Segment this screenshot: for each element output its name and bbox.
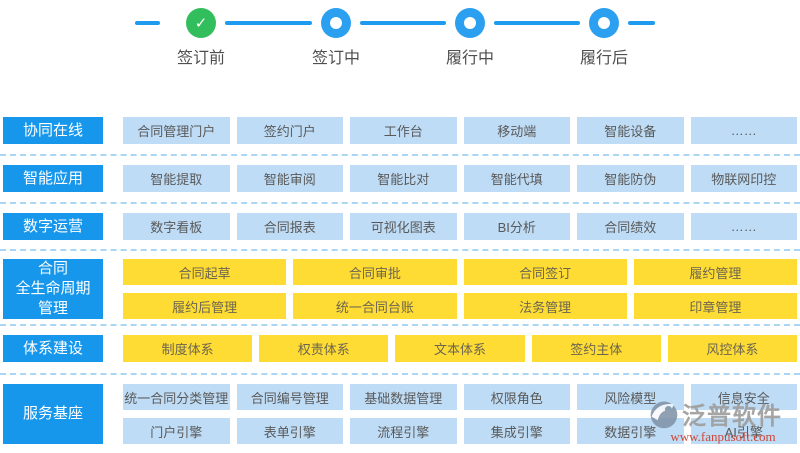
feature-cell: 智能设备 bbox=[577, 117, 684, 144]
feature-cell: …… bbox=[690, 117, 797, 144]
feature-cell: 风险模型 bbox=[577, 384, 684, 410]
feature-cell: 智能比对 bbox=[350, 165, 457, 192]
feature-cell: 信息安全 bbox=[690, 384, 797, 410]
feature-cell: 印章管理 bbox=[633, 293, 797, 319]
feature-cell: 合同审批 bbox=[293, 259, 457, 285]
row-separator bbox=[0, 324, 800, 326]
feature-cell: 智能代填 bbox=[463, 165, 570, 192]
section-category-label: 服务基座 bbox=[3, 384, 103, 444]
item-row: 履约后管理统一合同台账法务管理印章管理 bbox=[123, 293, 797, 319]
timeline-connector bbox=[360, 21, 446, 25]
item-row: 合同管理门户签约门户工作台移动端智能设备…… bbox=[123, 117, 797, 144]
feature-cell: 签约门户 bbox=[236, 117, 343, 144]
feature-cell: 文本体系 bbox=[395, 335, 525, 362]
section-category-label: 数字运营 bbox=[3, 213, 103, 240]
row-separator bbox=[0, 249, 800, 251]
feature-cell: 物联网印控 bbox=[690, 165, 797, 192]
feature-cell: 基础数据管理 bbox=[350, 384, 457, 410]
feature-cell: 流程引擎 bbox=[350, 418, 457, 444]
feature-cell: 合同签订 bbox=[463, 259, 627, 285]
feature-cell: 合同报表 bbox=[236, 213, 343, 240]
feature-cell: 工作台 bbox=[350, 117, 457, 144]
feature-cell: 履约后管理 bbox=[123, 293, 287, 319]
timeline-step-label: 履行中 bbox=[445, 50, 495, 67]
section-1: 智能应用智能提取智能审阅智能比对智能代填智能防伪物联网印控 bbox=[0, 165, 800, 192]
item-row: 智能提取智能审阅智能比对智能代填智能防伪物联网印控 bbox=[123, 165, 797, 192]
item-row: 合同起草合同审批合同签订履约管理 bbox=[123, 259, 797, 285]
feature-cell: 制度体系 bbox=[123, 335, 253, 362]
feature-cell: 法务管理 bbox=[463, 293, 627, 319]
section-category-label: 体系建设 bbox=[3, 335, 103, 362]
node-hole bbox=[598, 17, 610, 29]
feature-cell: 权限角色 bbox=[463, 384, 570, 410]
feature-cell: 移动端 bbox=[463, 117, 570, 144]
section-rows: 合同管理门户签约门户工作台移动端智能设备…… bbox=[123, 117, 797, 144]
feature-cell: 表单引擎 bbox=[236, 418, 343, 444]
feature-cell: 统一合同台账 bbox=[293, 293, 457, 319]
feature-cell: 门户引擎 bbox=[123, 418, 230, 444]
node-hole bbox=[330, 17, 342, 29]
feature-cell: 智能防伪 bbox=[577, 165, 684, 192]
step-node-icon bbox=[589, 8, 619, 38]
section-3: 合同全生命周期管理合同起草合同审批合同签订履约管理履约后管理统一合同台账法务管理… bbox=[0, 259, 800, 319]
row-separator bbox=[0, 202, 800, 204]
timeline-step-label: 签订中 bbox=[311, 50, 361, 67]
check-icon: ✓ bbox=[194, 14, 208, 32]
feature-cell: 签约主体 bbox=[531, 335, 661, 362]
step-node-icon bbox=[321, 8, 351, 38]
section-category-label: 智能应用 bbox=[3, 165, 103, 192]
step-node-icon bbox=[455, 8, 485, 38]
item-row: 统一合同分类管理合同编号管理基础数据管理权限角色风险模型信息安全 bbox=[123, 384, 797, 410]
item-row: 制度体系权责体系文本体系签约主体风控体系 bbox=[123, 335, 797, 362]
section-rows: 智能提取智能审阅智能比对智能代填智能防伪物联网印控 bbox=[123, 165, 797, 192]
timeline-connector bbox=[135, 21, 160, 25]
timeline-step-label: 签订前 bbox=[176, 50, 226, 67]
section-rows: 统一合同分类管理合同编号管理基础数据管理权限角色风险模型信息安全门户引擎表单引擎… bbox=[123, 384, 797, 444]
timeline-connector bbox=[628, 21, 655, 25]
feature-cell: 数字看板 bbox=[123, 213, 230, 240]
timeline-connector bbox=[494, 21, 580, 25]
section-rows: 制度体系权责体系文本体系签约主体风控体系 bbox=[123, 335, 797, 362]
feature-cell: 风控体系 bbox=[667, 335, 797, 362]
feature-cell: 数据引擎 bbox=[577, 418, 684, 444]
feature-cell: 合同编号管理 bbox=[236, 384, 343, 410]
feature-cell: BI分析 bbox=[463, 213, 570, 240]
timeline-connector bbox=[225, 21, 312, 25]
row-separator bbox=[0, 154, 800, 156]
row-separator bbox=[0, 373, 800, 375]
feature-cell: …… bbox=[690, 213, 797, 240]
node-hole bbox=[464, 17, 476, 29]
section-category-label: 协同在线 bbox=[3, 117, 103, 144]
feature-cell: 合同管理门户 bbox=[123, 117, 230, 144]
feature-cell: 可视化图表 bbox=[350, 213, 457, 240]
feature-cell: 合同绩效 bbox=[577, 213, 684, 240]
feature-cell: 集成引擎 bbox=[463, 418, 570, 444]
feature-cell: 履约管理 bbox=[633, 259, 797, 285]
timeline-step-label: 履行后 bbox=[579, 50, 629, 67]
feature-cell: 合同起草 bbox=[123, 259, 287, 285]
section-5: 服务基座统一合同分类管理合同编号管理基础数据管理权限角色风险模型信息安全门户引擎… bbox=[0, 384, 800, 444]
feature-board: 协同在线合同管理门户签约门户工作台移动端智能设备……智能应用智能提取智能审阅智能… bbox=[0, 117, 800, 444]
section-rows: 合同起草合同审批合同签订履约管理履约后管理统一合同台账法务管理印章管理 bbox=[123, 259, 797, 319]
lifecycle-timeline: ✓ 签订前 签订中 履行中 履行后 bbox=[0, 0, 800, 80]
step-done-icon: ✓ bbox=[186, 8, 216, 38]
feature-cell: 智能提取 bbox=[123, 165, 230, 192]
section-4: 体系建设制度体系权责体系文本体系签约主体风控体系 bbox=[0, 335, 800, 362]
feature-cell: 权责体系 bbox=[259, 335, 389, 362]
feature-cell: 智能审阅 bbox=[236, 165, 343, 192]
feature-cell: 统一合同分类管理 bbox=[123, 384, 230, 410]
feature-cell: AI引擎 bbox=[690, 418, 797, 444]
section-category-label: 合同全生命周期管理 bbox=[3, 259, 103, 319]
section-0: 协同在线合同管理门户签约门户工作台移动端智能设备…… bbox=[0, 117, 800, 144]
